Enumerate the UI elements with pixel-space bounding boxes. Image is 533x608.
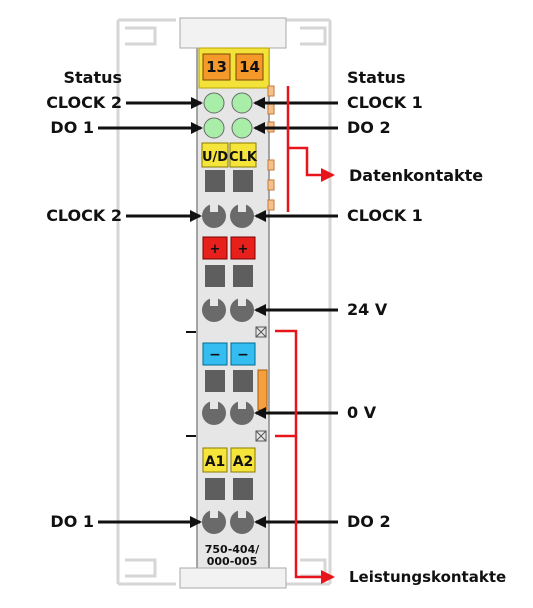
article-number-line1: 750-404/ xyxy=(205,543,260,556)
terminal-group-1 xyxy=(202,170,254,228)
supply-0v-label: 0 V xyxy=(347,403,377,422)
label-clk xyxy=(229,142,257,168)
module-top-cap xyxy=(179,17,287,49)
power-contact-marker-lower xyxy=(255,430,267,442)
do1-led-label: DO 1 xyxy=(50,118,94,137)
data-contacts-bracket xyxy=(286,86,335,212)
label-minus-2 xyxy=(230,342,256,366)
supply-24v-label: 24 V xyxy=(347,300,388,319)
plus-sign-2: + xyxy=(238,242,249,257)
status-right-label: Status xyxy=(347,68,406,87)
connector-number-13: 13 xyxy=(206,58,227,76)
led-do2 xyxy=(231,117,253,139)
led-clock2 xyxy=(203,92,225,114)
power-contact-marker-upper xyxy=(255,326,267,338)
label-plus-1 xyxy=(202,236,228,260)
do1-terminal-label: DO 1 xyxy=(50,512,94,531)
terminal-group-3 xyxy=(202,370,254,425)
led-clock1 xyxy=(231,92,253,114)
article-number-line2: 000-005 xyxy=(207,555,258,568)
terminal-group-4 xyxy=(202,478,254,534)
connector-number-14: 14 xyxy=(239,58,260,76)
module-bottom-cap xyxy=(179,567,287,589)
clock2-terminal-label: CLOCK 2 xyxy=(46,206,122,225)
label-plus-2 xyxy=(230,236,256,260)
label-a2-text: A2 xyxy=(233,454,254,470)
din-rail-outline xyxy=(116,18,332,586)
leistungskontakte-label: Leistungskontakte xyxy=(349,568,507,586)
minus-sign-2: − xyxy=(237,347,249,363)
label-minus-1 xyxy=(202,342,228,366)
clock2-led-label: CLOCK 2 xyxy=(46,93,122,112)
terminal-group-2 xyxy=(202,265,254,322)
status-leds xyxy=(203,92,253,139)
label-ud-text: U/D xyxy=(202,150,228,165)
led-do1 xyxy=(203,117,225,139)
plus-sign-1: + xyxy=(210,242,221,257)
minus-sign-1: − xyxy=(209,347,221,363)
connector-number-block xyxy=(198,47,270,89)
power-contacts-bracket xyxy=(275,329,335,584)
label-a1 xyxy=(202,447,228,473)
label-a1-text: A1 xyxy=(205,454,226,470)
status-left-label: Status xyxy=(63,68,122,87)
clock1-terminal-label: CLOCK 1 xyxy=(347,206,423,225)
label-ud xyxy=(201,142,229,168)
clock1-led-label: CLOCK 1 xyxy=(347,93,423,112)
power-jumper-orange xyxy=(257,369,268,411)
label-a2 xyxy=(230,447,256,473)
datenkontakte-label: Datenkontakte xyxy=(349,166,484,185)
do2-terminal-label: DO 2 xyxy=(347,512,391,531)
do2-led-label: DO 2 xyxy=(347,118,391,137)
label-clk-text: CLK xyxy=(229,150,258,165)
